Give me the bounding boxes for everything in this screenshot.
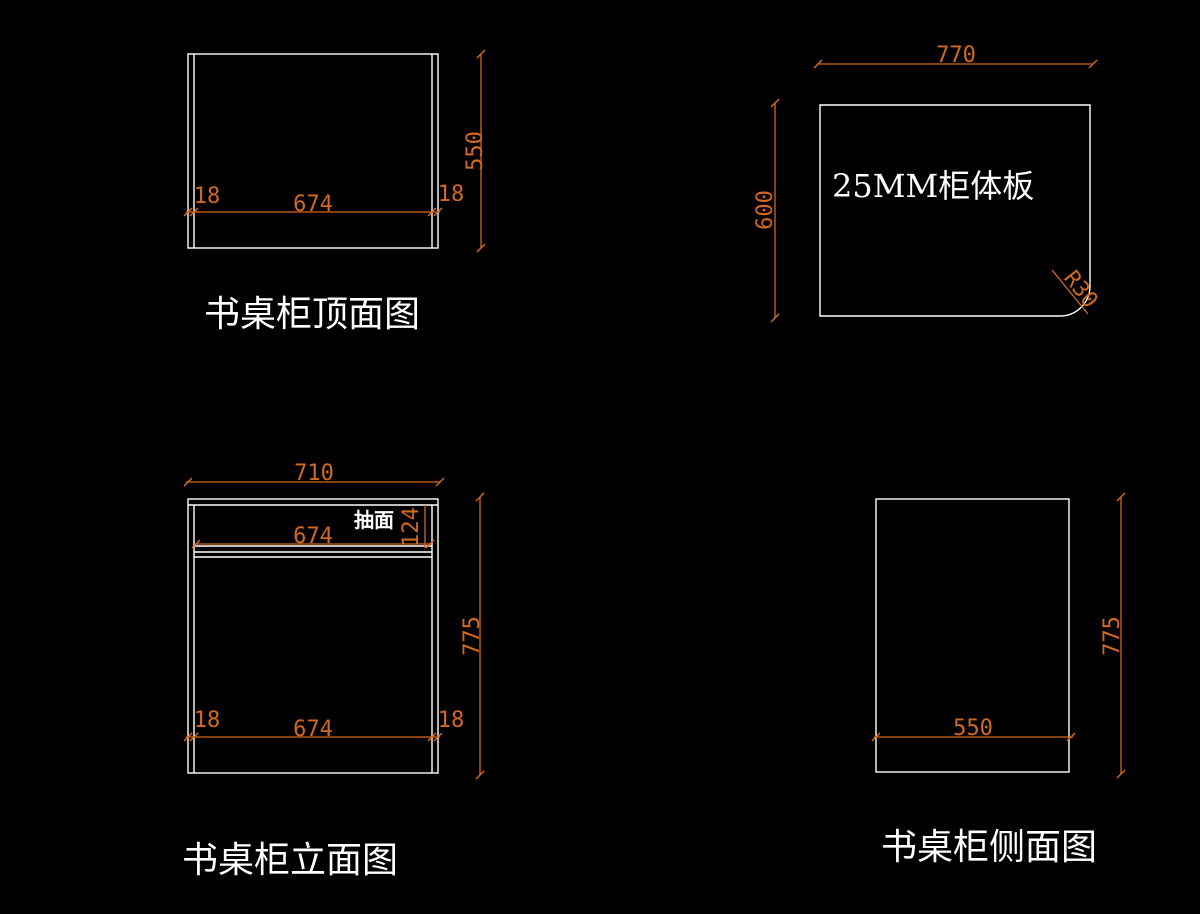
drawer-width-label: 674 xyxy=(293,524,333,549)
front-height-label: 775 xyxy=(460,616,485,656)
top-inner-width-label: 674 xyxy=(293,192,333,217)
panel-depth-label: 600 xyxy=(753,190,778,230)
top-depth-tick xyxy=(476,243,486,253)
panel-depth-tick xyxy=(770,313,780,323)
top-left-side-label: 18 xyxy=(194,184,221,209)
front-view: 710 674 124 抽面 775 18 674 18 书桌柜立面图 xyxy=(182,461,485,881)
front-width-tick xyxy=(435,477,445,487)
drawer-face-label: 抽面 xyxy=(354,508,394,532)
panel-material-note: 25MM柜体板 xyxy=(832,167,1034,205)
top-view-outline xyxy=(187,53,439,249)
panel-radius-label: R30 xyxy=(1058,266,1102,313)
front-width-tick xyxy=(183,477,193,487)
panel-width-tick xyxy=(813,59,823,69)
panel-width-tick xyxy=(1088,59,1098,69)
panel-view: 770 600 25MM柜体板 R30 xyxy=(753,43,1102,323)
front-bottom-tick xyxy=(427,732,437,742)
drawer-width-tick xyxy=(191,539,201,549)
drawer-height-label: 124 xyxy=(399,507,424,547)
side-view: 775 550 书桌柜侧面图 xyxy=(871,492,1126,868)
top-depth-tick xyxy=(476,49,486,59)
top-depth-label: 550 xyxy=(463,131,488,171)
side-height-tick xyxy=(1116,769,1126,779)
top-right-side-label: 18 xyxy=(438,182,465,207)
front-view-title: 书桌柜立面图 xyxy=(182,840,398,881)
side-depth-label: 550 xyxy=(953,716,993,741)
top-width-tick xyxy=(183,207,193,217)
front-view-outline xyxy=(187,498,439,774)
top-view-title: 书桌柜顶面图 xyxy=(204,294,420,335)
top-width-tick xyxy=(427,207,437,217)
panel-width-label: 770 xyxy=(936,43,976,68)
front-bottom-tick xyxy=(433,732,443,742)
panel-radius-leader xyxy=(1051,269,1089,315)
side-height-tick xyxy=(1116,492,1126,502)
top-view: 550 18 674 18 书桌柜顶面图 xyxy=(183,49,488,335)
front-bottom-tick xyxy=(189,732,199,742)
side-height-label: 775 xyxy=(1100,616,1125,656)
side-view-title: 书桌柜侧面图 xyxy=(881,827,1097,868)
drawer-width-tick xyxy=(425,539,435,549)
front-inner-width-label: 674 xyxy=(293,717,333,742)
front-height-tick xyxy=(475,770,485,780)
front-left-side-label: 18 xyxy=(194,708,221,733)
panel-depth-tick xyxy=(770,98,780,108)
front-height-tick xyxy=(475,492,485,502)
front-bottom-tick xyxy=(183,732,193,742)
side-depth-tick xyxy=(1066,732,1076,742)
top-width-tick xyxy=(189,207,199,217)
front-overall-width-label: 710 xyxy=(294,461,334,486)
side-depth-tick xyxy=(871,732,881,742)
top-width-tick xyxy=(433,207,443,217)
side-view-outline xyxy=(875,498,1070,773)
panel-outline xyxy=(819,104,1091,317)
front-right-side-label: 18 xyxy=(438,708,465,733)
